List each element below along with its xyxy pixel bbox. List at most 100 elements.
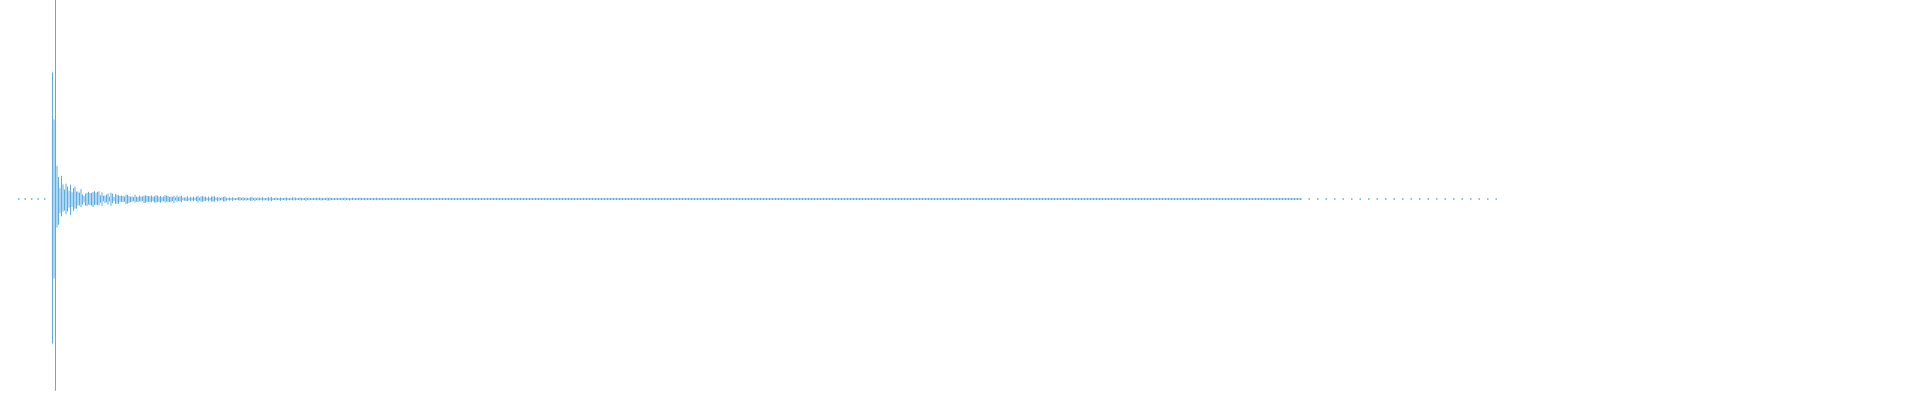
waveform-bar [991,198,992,200]
waveform-bar [917,198,919,200]
waveform-bar [91,193,92,206]
waveform-bar [62,184,64,212]
waveform-bar [101,192,103,206]
waveform-bar [988,198,989,200]
waveform-bar [140,196,142,202]
waveform-bar [344,197,346,201]
waveform-bar [203,196,205,202]
waveform-bar [641,198,643,200]
waveform-bar [910,198,911,200]
waveform-bar [950,198,952,200]
waveform-bar [706,198,707,200]
waveform-bar [134,194,136,203]
waveform-bar [241,198,242,200]
waveform-bar [379,198,380,200]
waveform-bar [59,187,61,214]
waveform-bar [271,196,272,202]
waveform-bar [349,198,350,201]
waveform-bar [413,198,415,200]
waveform-bar [773,198,775,200]
waveform-bar [878,198,880,200]
waveform-bar [803,198,805,200]
waveform-bar [1259,198,1261,200]
waveform-bar [655,198,656,200]
waveform-bar [553,198,554,200]
waveform-bar [899,198,901,200]
waveform-bar [806,198,808,200]
waveform-bar [1213,198,1214,200]
waveform-bar [1280,198,1282,200]
waveform-bar [967,198,968,200]
waveform-bar [1264,198,1265,200]
waveform-bar [1268,198,1270,200]
waveform-bar [985,198,986,200]
waveform-bar [896,198,898,200]
waveform-bar [649,198,650,200]
waveform-bar [931,198,932,200]
waveform-bar [560,198,562,200]
waveform-bar [218,197,220,201]
waveform-bar [52,72,53,344]
waveform-bar [647,198,649,200]
waveform-bar [905,198,907,200]
waveform-bar [784,198,785,200]
waveform-bar [515,198,517,200]
waveform-bar [578,198,580,200]
waveform-bar [295,197,296,201]
waveform-bar [1261,198,1262,200]
waveform-bar [1046,198,1048,200]
waveform-bar [181,195,182,203]
waveform-bar [128,196,130,203]
waveform-bar [335,197,337,200]
waveform-bar [311,198,313,200]
waveform-bar [1225,198,1226,200]
waveform-bar [623,198,625,200]
waveform-bar [334,198,335,200]
waveform-bar [293,197,295,201]
waveform-bar [476,198,478,200]
waveform-bar [911,198,913,200]
waveform-bar [601,198,602,200]
waveform-bar [484,198,485,200]
waveform-bar [124,196,125,202]
waveform-bar [478,198,479,200]
waveform-bar [1126,198,1127,200]
waveform-bar [523,198,524,200]
waveform-bar [983,198,985,200]
waveform-bar [277,198,278,200]
waveform-bar [1241,198,1243,200]
waveform-bar [161,197,163,202]
waveform-bar [973,198,974,200]
waveform-bar [457,198,458,200]
waveform-bar [671,198,673,200]
waveform-bar [614,198,616,200]
waveform-bar [1279,198,1280,200]
waveform-bar [797,198,799,200]
waveform-bar [697,198,698,200]
waveform-bar [191,197,193,201]
waveform-bar [721,198,722,200]
waveform-bar [1238,198,1240,200]
waveform-bar [116,194,118,204]
waveform-bar [1157,198,1159,200]
waveform-bar [748,198,749,200]
waveform-bar [1007,198,1009,200]
waveform-bar [490,198,491,200]
waveform-bar [964,198,965,200]
waveform-bar [434,198,436,200]
waveform-bar [883,198,884,200]
waveform-bar [512,198,514,200]
waveform-bar [112,193,113,204]
waveform-bar [934,198,935,200]
waveform-bar [835,198,836,200]
waveform-bar [1022,198,1024,200]
waveform-bar [518,198,520,200]
waveform-bar [596,198,598,200]
waveform-bar [559,198,560,200]
waveform-bar [1147,198,1148,200]
waveform-bar [358,198,359,200]
waveform-bar [1121,198,1123,200]
waveform-bar [580,198,581,200]
waveform-bar [365,197,367,201]
waveform-bar [230,198,232,200]
